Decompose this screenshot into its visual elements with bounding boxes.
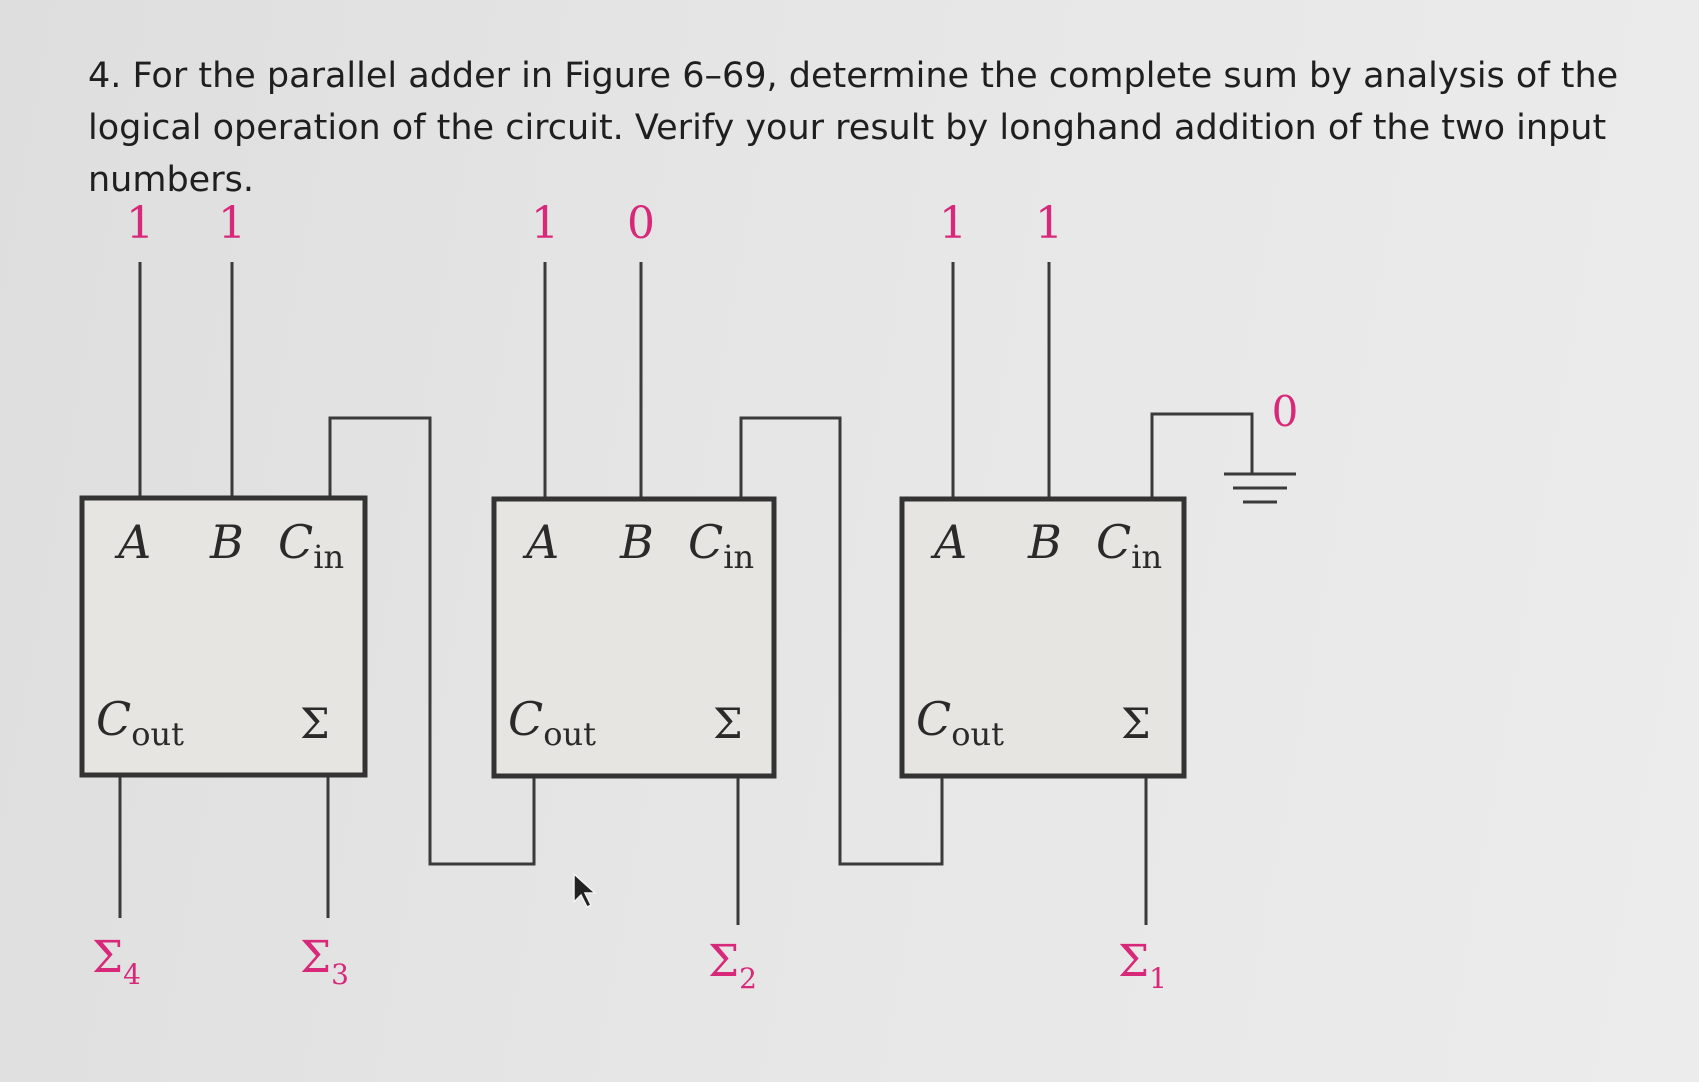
mouse-cursor-icon xyxy=(573,872,597,909)
adder-label-b: B xyxy=(619,515,654,569)
carry-wire-1-to-2 xyxy=(739,416,944,866)
question-number: 4. xyxy=(88,56,122,96)
carry-in-value: 0 xyxy=(1272,387,1299,436)
adder-label-a: A xyxy=(114,515,151,569)
adder-label-sum: Σ xyxy=(1121,699,1151,748)
adder3-input-b: 1 xyxy=(218,198,246,249)
adder-label-sum: Σ xyxy=(713,699,743,748)
adder-label-cin: Cin xyxy=(688,515,754,576)
adder-box xyxy=(79,495,368,778)
adder-label-cout: Cout xyxy=(508,692,596,753)
adder-label-b: B xyxy=(209,515,244,569)
adder-label-cin: Cin xyxy=(1096,515,1162,576)
adder3-input-a: 1 xyxy=(126,198,154,249)
output-sum4-label: Σ4 xyxy=(92,932,141,991)
question-body: For the parallel adder in Figure 6–69, d… xyxy=(88,56,1619,200)
full-adder-1: A B Cin Cout Σ xyxy=(899,496,1187,779)
adder-label-cin: Cin xyxy=(278,515,344,576)
output-sum1-label: Σ1 xyxy=(1118,936,1167,995)
adder-label-b: B xyxy=(1027,515,1062,569)
question-text: 4. For the parallel adder in Figure 6–69… xyxy=(88,50,1648,206)
adder1-input-b: 1 xyxy=(1035,198,1063,249)
adder-label-sum: Σ xyxy=(300,699,330,748)
adder-label-a: A xyxy=(930,515,967,569)
adder-label-a: A xyxy=(522,515,559,569)
output-sum3-label: Σ3 xyxy=(300,932,349,991)
adder-label-cout: Cout xyxy=(916,692,1004,753)
adder-label-cout: Cout xyxy=(96,692,184,753)
adder-box xyxy=(491,496,777,779)
full-adder-3: A B Cin Cout Σ xyxy=(79,495,368,778)
adder1-input-a: 1 xyxy=(939,198,967,249)
adder2-input-a: 1 xyxy=(531,198,559,249)
full-adder-2: A B Cin Cout Σ xyxy=(491,496,777,779)
carry-wire-2-to-3 xyxy=(328,416,536,866)
adder-box xyxy=(899,496,1187,779)
adder2-input-b: 0 xyxy=(627,198,655,249)
carry-in-ground-wire xyxy=(1150,412,1254,497)
output-sum2-label: Σ2 xyxy=(708,936,757,995)
